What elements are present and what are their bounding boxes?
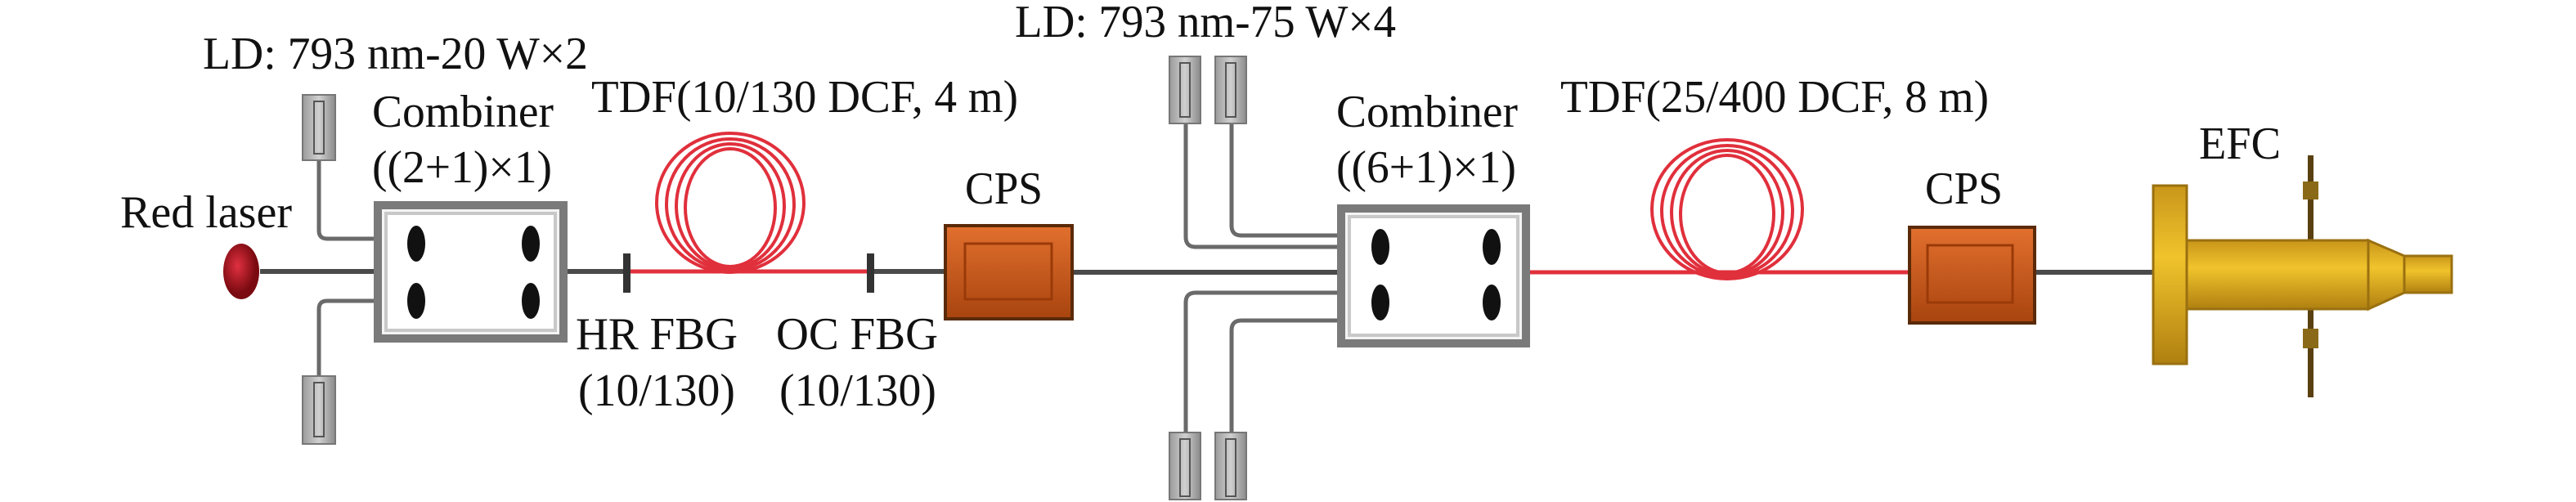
hr-fbg [623, 253, 631, 293]
red-laser-label: Red laser [120, 187, 292, 238]
tdf2-coil [1650, 138, 1804, 280]
tdf1-label: TDF(10/130 DCF, 4 m) [591, 72, 1018, 123]
pump-ld-top [302, 94, 336, 161]
pump-fiber-2c [1183, 290, 1341, 433]
cps2 [1908, 226, 2036, 325]
combiner1-spec: ((2+1)×1) [372, 142, 552, 193]
oc-fbg-spec: (10/130) [779, 365, 936, 416]
pump-ld-2a [1169, 56, 1201, 124]
pump-fiber-bottom [316, 298, 378, 376]
cps2-label: CPS [1925, 164, 2003, 214]
combiner2-spec: ((6+1)×1) [1336, 142, 1516, 193]
ld-large-label: LD: 793 nm-75 W×4 [1015, 0, 1396, 47]
oc-fbg [867, 253, 874, 293]
cps1-label: CPS [965, 164, 1043, 214]
tdf1-coil [655, 132, 806, 274]
efc-label: EFC [2199, 119, 2281, 169]
pump-ld-2d [1214, 432, 1247, 500]
pump-fiber-2b [1229, 123, 1341, 238]
stage2-fibers [1183, 123, 2154, 433]
pump-ld-bottom [302, 375, 336, 445]
hr-fbg-spec: (10/130) [578, 365, 735, 416]
pump-fiber-2a [1183, 123, 1341, 249]
pump-lds-stage2 [1169, 56, 1247, 500]
combiner1 [374, 201, 568, 343]
pump-ld-2b [1214, 56, 1247, 124]
red-laser-icon [223, 244, 259, 299]
cps1 [944, 224, 1074, 320]
pump-ld-2c [1169, 432, 1201, 500]
ld-small-label: LD: 793 nm-20 W×2 [203, 29, 588, 79]
efc-endcap [2152, 155, 2453, 397]
tdf2-label: TDF(25/400 DCF, 8 m) [1560, 72, 1989, 123]
pump-fiber-2d [1229, 318, 1341, 433]
combiner2-label: Combiner [1336, 87, 1518, 137]
pump-fiber-top [316, 160, 378, 241]
combiner2 [1337, 204, 1530, 347]
oc-fbg-label: OC FBG [776, 309, 938, 360]
hr-fbg-label: HR FBG [576, 309, 738, 360]
combiner1-label: Combiner [372, 87, 554, 137]
